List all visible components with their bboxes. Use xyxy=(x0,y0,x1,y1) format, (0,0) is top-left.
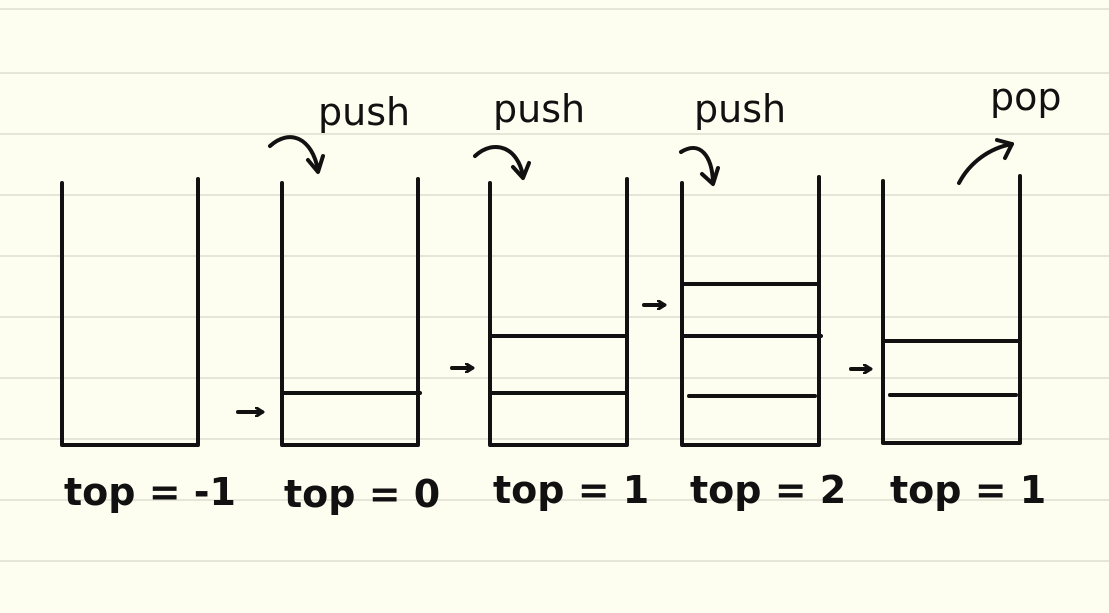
stack-3: push top = 2 xyxy=(642,87,846,512)
arrowhead-icon xyxy=(511,161,531,180)
top-label: top = 1 xyxy=(493,468,649,512)
top-label: top = 1 xyxy=(890,468,1046,512)
curved-arrow-icon xyxy=(679,145,715,184)
stack-container xyxy=(280,177,420,447)
operation-label: push xyxy=(493,87,585,131)
stack-4: pop top = 1 xyxy=(849,75,1062,512)
curved-arrow-icon xyxy=(957,142,1014,185)
top-label: top = 2 xyxy=(690,468,846,512)
stack-0: top = -1 xyxy=(60,177,236,514)
arrowhead-icon xyxy=(700,166,720,186)
stack-2: push top = 1 xyxy=(450,87,649,512)
arrowhead-icon xyxy=(995,138,1014,160)
stack-1: push top = 0 xyxy=(236,90,440,516)
stack-container xyxy=(680,175,821,447)
curved-arrow-icon xyxy=(473,144,525,178)
operation-label: pop xyxy=(990,75,1062,119)
stack-container xyxy=(488,177,629,447)
top-label: top = 0 xyxy=(284,472,440,516)
arrowhead-icon xyxy=(306,154,325,174)
top-label: top = -1 xyxy=(64,470,236,514)
stack-container xyxy=(881,174,1022,445)
operation-label: push xyxy=(694,87,786,131)
operation-label: push xyxy=(318,90,410,134)
stack-container xyxy=(60,177,200,447)
curved-arrow-icon xyxy=(268,135,320,172)
